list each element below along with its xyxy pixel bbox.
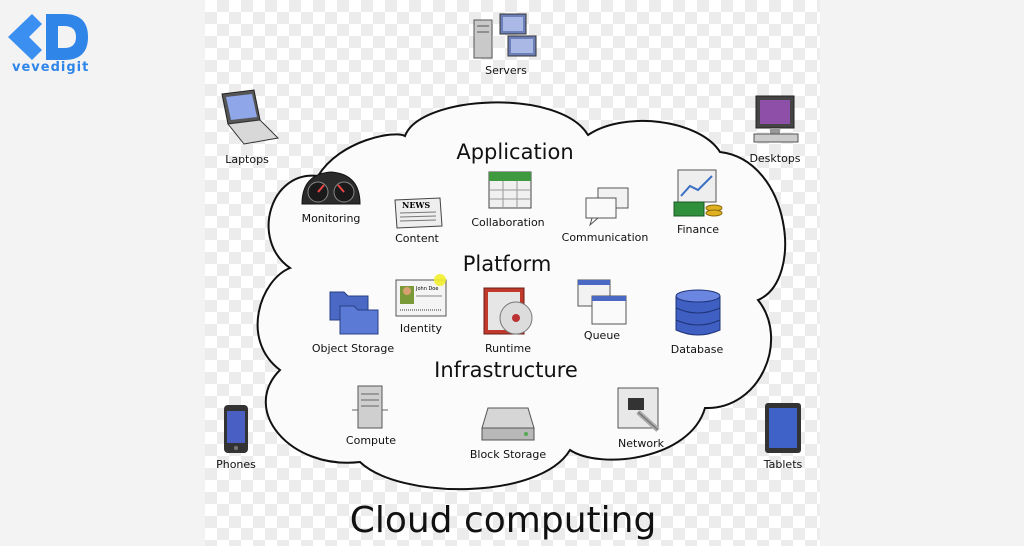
calendar-icon [488,171,532,209]
label-servers: Servers [485,64,527,77]
section-platform: Platform [462,252,552,276]
laptop-icon [221,89,280,145]
label-laptops: Laptops [225,153,269,166]
label-content: Content [395,232,439,245]
label-runtime: Runtime [485,342,531,355]
id-card-icon: John Doe [395,274,447,317]
label-object-storage: Object Storage [311,342,395,355]
label-phones: Phones [216,458,256,471]
label-collaboration: Collaboration [471,216,545,229]
database-icon [675,289,721,336]
runtime-disc-icon [483,287,533,335]
label-finance: Finance [676,223,720,236]
network-jack-icon [617,387,660,432]
phone-icon [224,405,248,453]
label-database: Database [670,343,724,356]
folders-icon [329,291,379,335]
chat-bubbles-icon [585,187,629,226]
finance-chart-icon [673,169,723,217]
label-compute: Compute [345,434,397,447]
label-monitoring: Monitoring [301,212,361,225]
newspaper-masthead: NEWS [402,200,430,210]
label-communication: Communication [561,231,649,244]
label-block-storage: Block Storage [469,448,547,461]
newspaper-icon: NEWS [394,197,443,229]
section-infrastructure: Infrastructure [434,358,578,382]
server-tower-icon [352,385,388,429]
tablet-icon [765,403,801,453]
servers-icon [473,13,537,59]
hard-drive-icon [481,407,535,441]
diagram-title: Cloud computing [349,500,657,541]
label-tablets: Tablets [763,458,803,471]
gauge-dashboard-icon [301,171,361,205]
label-network: Network [618,437,664,450]
label-queue: Queue [583,329,621,342]
brand-name: vevedigit [12,60,90,75]
label-desktops: Desktops [749,152,801,165]
id-card-name: John Doe [415,286,438,292]
desktop-icon [753,95,799,143]
label-identity: Identity [399,322,443,335]
queue-windows-icon [577,279,627,325]
vevedigit-logo [8,14,88,60]
section-application: Application [456,140,574,164]
